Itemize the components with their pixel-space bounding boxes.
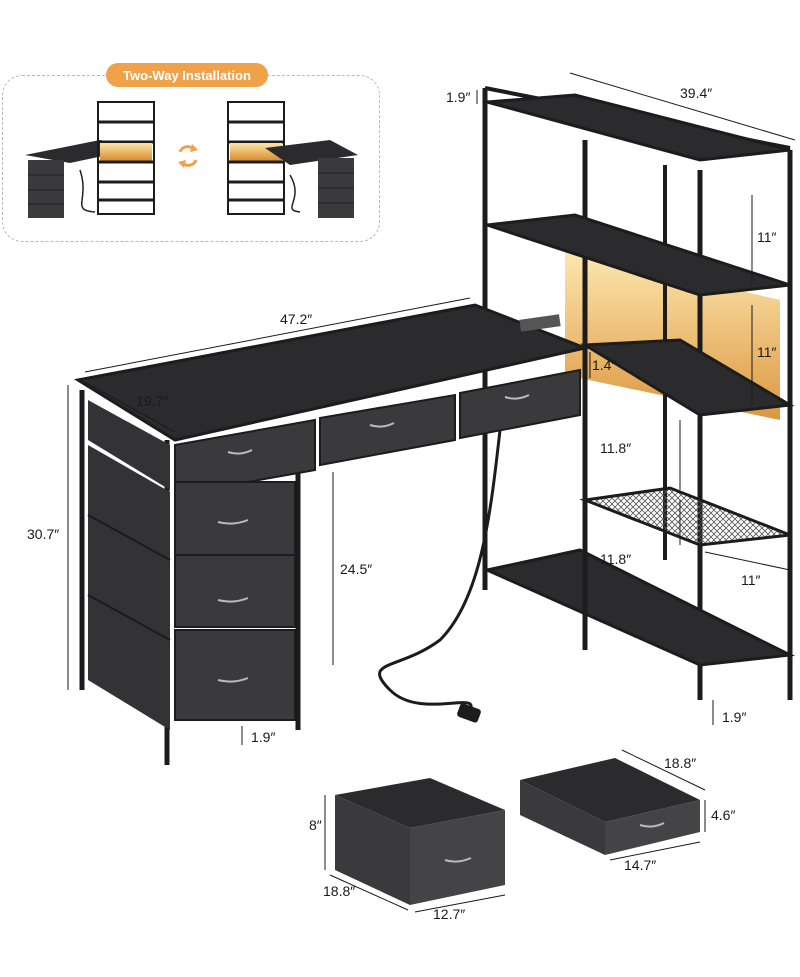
thumbnail-right-config	[227, 101, 358, 218]
drawer-small	[520, 758, 700, 855]
desk	[73, 303, 591, 765]
shelf-gap-1-label: 11″	[757, 229, 777, 245]
shelf-gap-3-label: 11.8″	[600, 440, 632, 456]
drawer-large	[335, 778, 505, 905]
drawer-handle-icon	[227, 449, 253, 455]
small-drawer-width-label: 14.7″	[624, 857, 657, 873]
small-drawer-height-label: 4.6″	[711, 807, 736, 823]
power-plug-icon	[457, 703, 481, 723]
swap-arrows-icon	[178, 144, 198, 168]
shelf-foot-clearance-label: 1.9″	[722, 709, 747, 725]
installation-badge: Two-Way Installation	[106, 63, 268, 87]
shelf-gap-2-label: 11″	[757, 344, 777, 360]
small-drawer-depth-label: 18.8″	[664, 755, 697, 771]
desk-height-label: 30.7″	[27, 526, 60, 542]
light-shelf-offset-label: 1.4″	[592, 357, 617, 373]
desk-depth-label: 19.7″	[136, 393, 169, 409]
big-drawer-height-label: 8″	[309, 817, 322, 833]
shelf-width-label: 39.4″	[680, 85, 713, 101]
drawer-foot-clearance-label: 1.9″	[251, 729, 276, 745]
shelf-depth-label: 11″	[741, 572, 761, 588]
big-drawer-width-label: 12.7″	[433, 906, 466, 922]
power-cable	[378, 429, 502, 711]
shelf-top-gap-label: 1.9″	[446, 89, 471, 105]
thumbnail-left-config	[25, 101, 155, 218]
shelf-gap-4-label: 11.8″	[600, 551, 632, 567]
big-drawer-depth-label: 18.8″	[323, 883, 356, 899]
power-outlet-icon	[519, 314, 561, 332]
desk-length-label: 47.2″	[280, 311, 313, 327]
bookshelf	[482, 86, 796, 700]
knee-clearance-label: 24.5″	[340, 561, 373, 577]
dimension-lines	[67, 72, 796, 913]
